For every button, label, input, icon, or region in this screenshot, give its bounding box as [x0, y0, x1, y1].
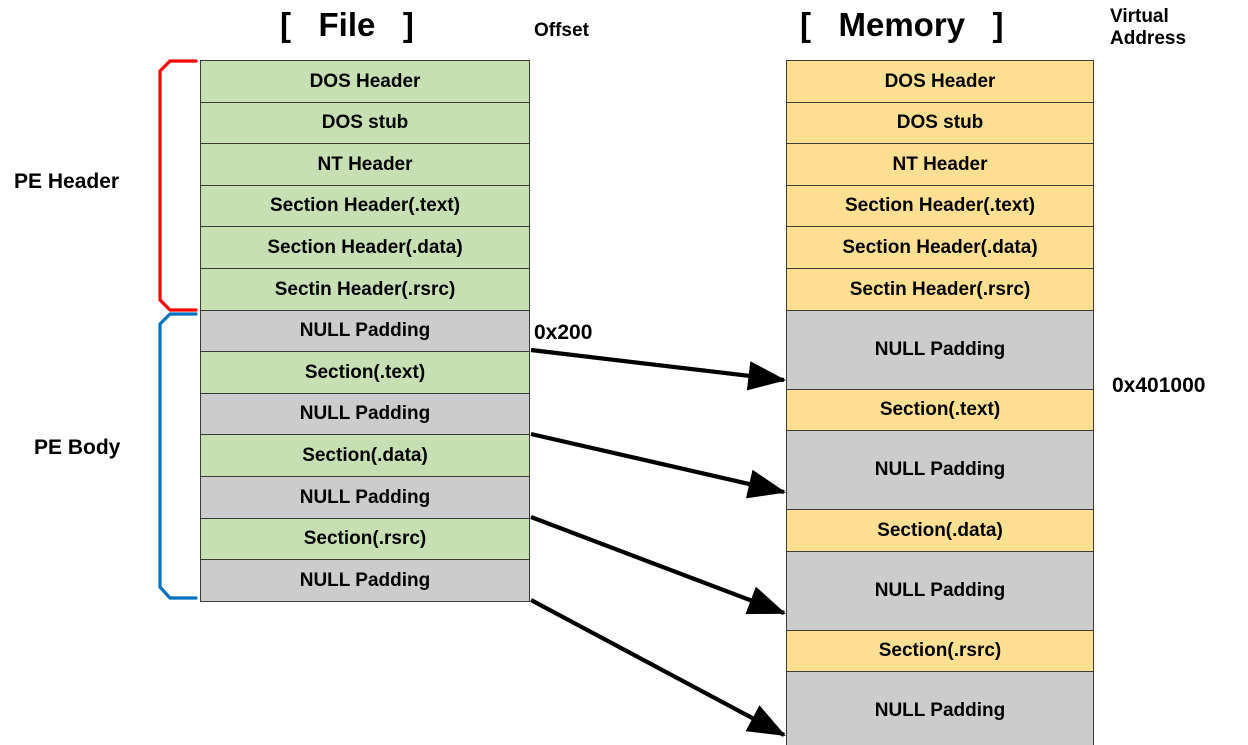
row-label: Sectin Header(.rsrc) [274, 278, 456, 300]
null-padding-row: NULL Padding [200, 476, 530, 520]
row-label: Section(.text) [879, 399, 1001, 421]
section-row: Sectin Header(.rsrc) [200, 268, 530, 312]
section-row: Section(.text) [200, 351, 530, 395]
section-row: Section(.rsrc) [200, 517, 530, 561]
mapping-arrow-rsrc [530, 515, 786, 615]
row-label: Section(.data) [877, 519, 1003, 541]
row-label: DOS stub [896, 112, 984, 134]
mapping-arrow-text [530, 347, 787, 391]
mapping-arrow-end [530, 598, 786, 737]
section-row: Section Header(.data) [200, 226, 530, 270]
row-label: NULL Padding [299, 403, 431, 425]
row-label: Section(.text) [304, 361, 426, 383]
offset-value-0x200: 0x200 [534, 321, 593, 344]
row-label: NULL Padding [874, 459, 1006, 481]
section-row: Section(.text) [786, 388, 1094, 432]
section-row: NT Header [200, 143, 530, 187]
pe-body-brace-icon [158, 312, 198, 600]
row-label: NULL Padding [299, 569, 431, 591]
section-row: Section(.data) [200, 434, 530, 478]
section-row: DOS stub [786, 101, 1094, 145]
section-row: Sectin Header(.rsrc) [786, 268, 1094, 312]
offset-column-label: Offset [534, 20, 589, 41]
row-label: Section Header(.data) [842, 236, 1038, 258]
row-label: NT Header [892, 153, 988, 175]
row-label: DOS Header [884, 70, 996, 92]
row-label: DOS Header [309, 70, 421, 92]
row-label: Section(.rsrc) [303, 528, 427, 550]
row-label: DOS stub [321, 112, 409, 134]
section-row: DOS Header [786, 60, 1094, 104]
section-row: DOS Header [200, 60, 530, 104]
memory-column-title: [ Memory ] [800, 6, 1004, 43]
row-label: Sectin Header(.rsrc) [849, 278, 1031, 300]
section-row: DOS stub [200, 101, 530, 145]
row-label: NULL Padding [874, 579, 1006, 601]
section-row: Section Header(.text) [200, 184, 530, 228]
section-row: Section(.rsrc) [786, 629, 1094, 673]
file-column-title: [ File ] [280, 6, 414, 43]
section-row: Section Header(.text) [786, 184, 1094, 228]
pe-header-brace-icon [158, 59, 198, 312]
null-padding-row: NULL Padding [786, 309, 1094, 391]
row-label: Section Header(.text) [269, 195, 461, 217]
row-label: Section Header(.data) [267, 236, 463, 258]
null-padding-row: NULL Padding [200, 392, 530, 436]
null-padding-row: NULL Padding [200, 309, 530, 353]
row-label: NULL Padding [874, 700, 1006, 722]
row-label: NULL Padding [874, 338, 1006, 360]
pe-body-brace-label: PE Body [34, 436, 121, 459]
row-label: NULL Padding [299, 320, 431, 342]
null-padding-row: NULL Padding [200, 559, 530, 603]
row-label: Section(.data) [302, 444, 428, 466]
row-label: Section(.rsrc) [878, 640, 1002, 662]
row-label: Section Header(.text) [844, 195, 1036, 217]
virtual-address-value-0x401000: 0x401000 [1112, 374, 1206, 397]
section-row: Section Header(.data) [786, 226, 1094, 270]
null-padding-row: NULL Padding [786, 550, 1094, 632]
pe-header-brace-label: PE Header [14, 170, 120, 193]
row-label: NT Header [317, 153, 413, 175]
row-label: NULL Padding [299, 486, 431, 508]
virtual-address-column-label: Virtual Address [1110, 6, 1187, 50]
null-padding-row: NULL Padding [786, 671, 1094, 745]
null-padding-row: NULL Padding [786, 430, 1094, 511]
section-row: NT Header [786, 143, 1094, 187]
section-row: Section(.data) [786, 509, 1094, 553]
mapping-arrow-data [530, 431, 787, 499]
